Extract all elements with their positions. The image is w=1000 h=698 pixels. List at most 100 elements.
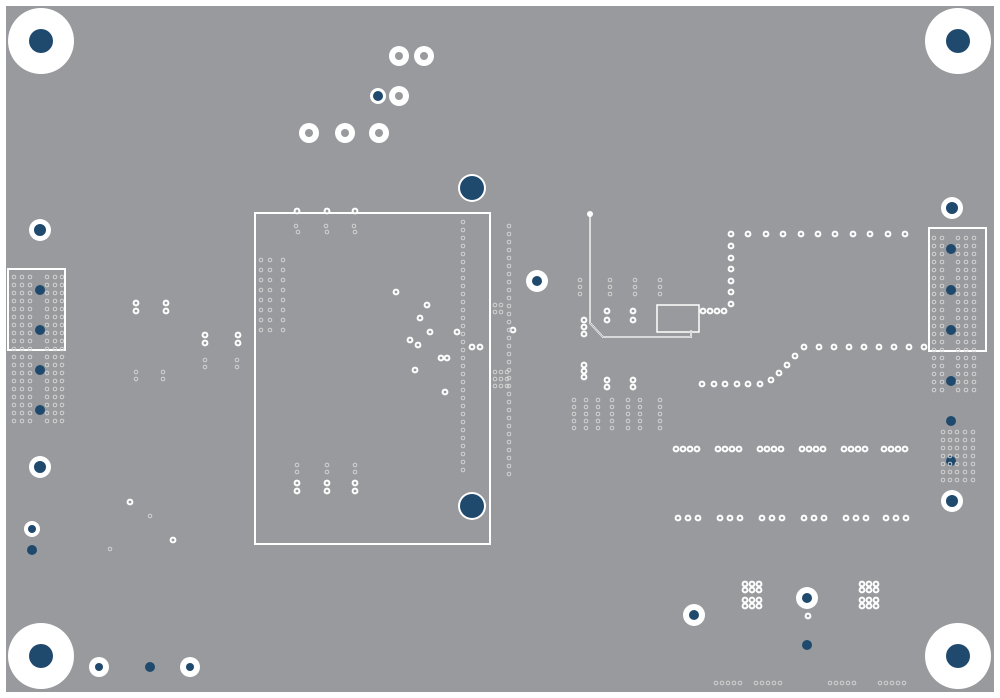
micro-via [970,469,976,475]
micro-via [931,243,937,249]
via-hole [730,447,734,451]
micro-via [506,287,512,293]
micro-via [955,371,961,377]
micro-via [267,317,273,323]
micro-via [939,235,945,241]
micro-via [460,291,466,297]
micro-via [583,418,589,424]
micro-via [460,387,466,393]
via-hole [868,232,872,236]
via-hole [445,356,449,360]
micro-via [460,403,466,409]
micro-via [962,445,968,451]
micro-via [11,370,17,376]
micro-via [955,291,961,297]
via-hole [164,309,168,313]
micro-via [883,680,889,686]
micro-via [504,376,510,382]
micro-via [267,277,273,283]
via-hole [325,489,329,493]
via-hole [892,345,896,349]
micro-via [971,267,977,273]
via-hole [758,382,762,386]
micro-via [280,257,286,263]
micro-via [52,386,58,392]
micro-via [940,429,946,435]
micro-via [971,299,977,305]
micro-via [970,453,976,459]
micro-via [931,323,937,329]
micro-via [963,379,969,385]
micro-via [27,306,33,312]
micro-via [27,338,33,344]
pad-drill [373,91,383,101]
via-hole [715,309,719,313]
via-hole [425,303,429,307]
micro-via [27,410,33,416]
via-hole [418,316,422,320]
micro-via [939,371,945,377]
micro-via [506,431,512,437]
pad-drill [95,663,103,671]
micro-via [27,322,33,328]
via-hole [743,588,747,592]
micro-via [637,397,643,403]
via-hole [582,375,586,379]
connector-pin [35,365,45,375]
via-hole [729,279,733,283]
micro-via [52,322,58,328]
micro-via [19,362,25,368]
micro-via [607,284,613,290]
via-hole [605,385,609,389]
micro-via [971,291,977,297]
micro-via [954,469,960,475]
via-hole [772,447,776,451]
micro-via [753,680,759,686]
micro-via [19,282,25,288]
micro-via [971,331,977,337]
via-hole [695,447,699,451]
micro-via [258,307,264,313]
micro-via [713,680,719,686]
via-hole [746,382,750,386]
micro-via [963,235,969,241]
micro-via [595,404,601,410]
micro-via [955,267,961,273]
micro-via [44,306,50,312]
micro-via [947,437,953,443]
micro-via [833,680,839,686]
micro-via [352,462,358,468]
micro-via [44,290,50,296]
micro-via [963,299,969,305]
via-hole [700,382,704,386]
micro-via [595,418,601,424]
micro-via [954,477,960,483]
micro-via [777,680,783,686]
micro-via [506,239,512,245]
micro-via [27,394,33,400]
micro-via [267,257,273,263]
micro-via [11,330,17,336]
mounting-hole-drill [946,644,970,668]
micro-via [607,277,613,283]
micro-via [44,322,50,328]
micro-via [506,327,512,333]
via-hole [750,598,754,602]
via-hole [802,516,806,520]
via-hole [757,604,761,608]
micro-via [27,274,33,280]
micro-via [460,283,466,289]
via-hole [864,516,868,520]
micro-via [460,411,466,417]
via-hole [779,447,783,451]
micro-via [506,311,512,317]
micro-via [939,243,945,249]
micro-via [637,404,643,410]
micro-via [324,229,330,235]
micro-via [759,680,765,686]
via-hole [729,244,733,248]
pad-drill [28,525,36,533]
via-hole [203,341,207,345]
micro-via [970,437,976,443]
